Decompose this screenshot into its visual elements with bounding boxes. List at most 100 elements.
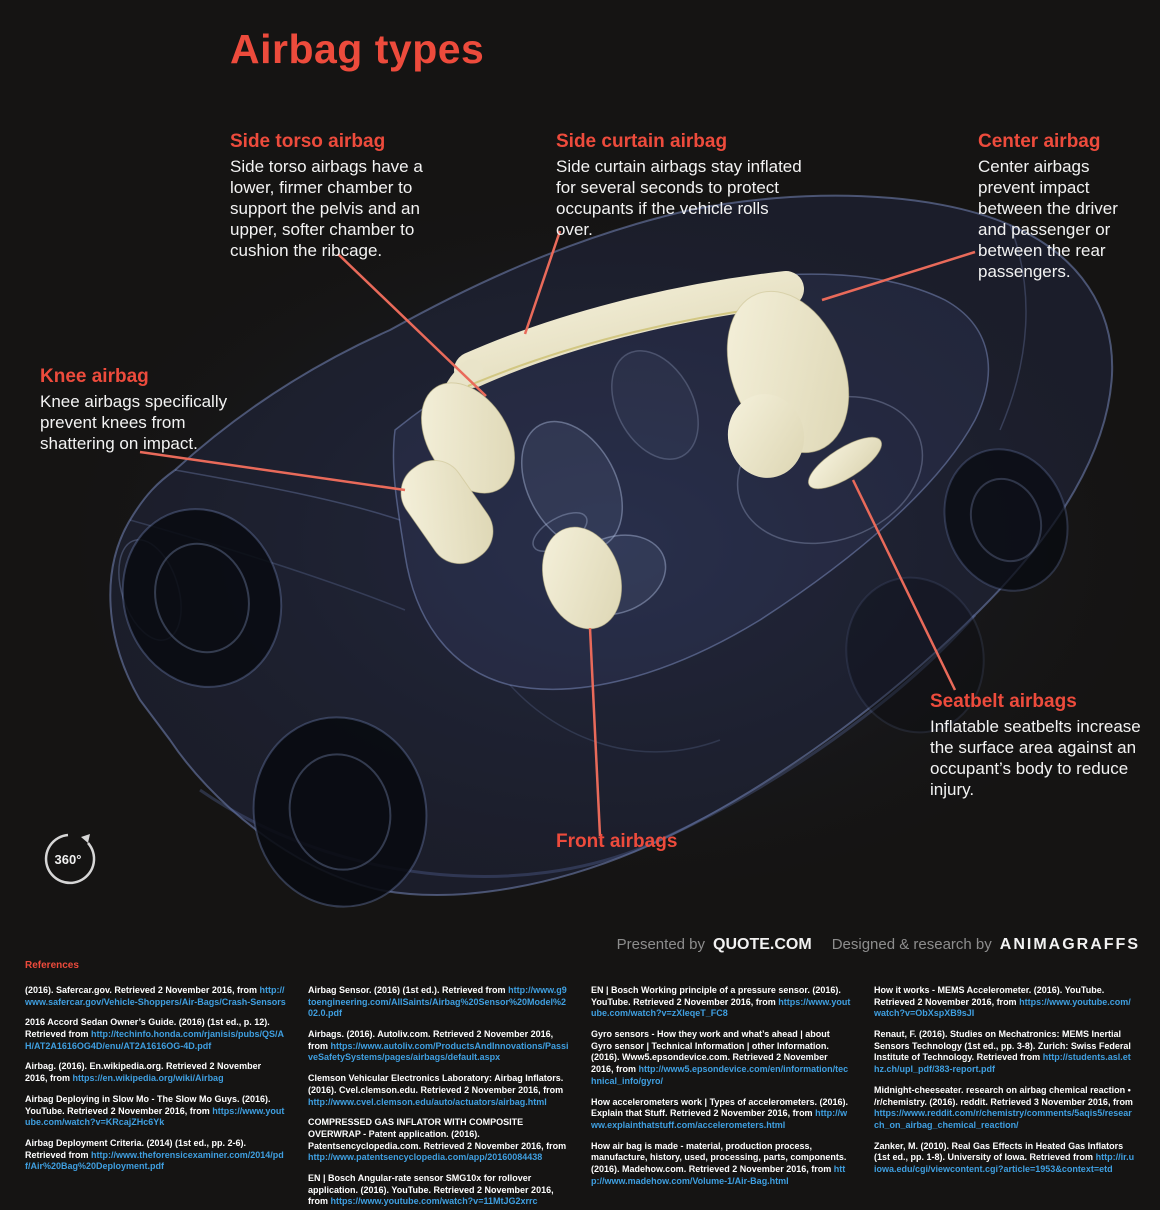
reference-link[interactable]: http://www.safercar.gov/Vehicle-Shoppers… (25, 985, 286, 1007)
reference-text: EN | Bosch Working principle of a pressu… (591, 985, 841, 1007)
leader-side-curtain (523, 230, 562, 335)
callout-side-torso: Side torso airbag Side torso airbags hav… (230, 131, 448, 262)
reference-entry: EN | Bosch Angular-rate sensor SMG10x fo… (308, 1173, 569, 1208)
reference-entry: EN | Bosch Working principle of a pressu… (591, 985, 852, 1020)
callout-body: Center airbags prevent impact between th… (978, 157, 1118, 281)
page-title: Airbag types (230, 26, 485, 72)
callout-heading: Side torso airbag (230, 131, 386, 152)
reference-link[interactable]: http://www.madehow.com/Volume-1/Air-Bag.… (591, 1163, 846, 1186)
references-column-4: How it works - MEMS Accelerometer. (2016… (874, 985, 1135, 1210)
references-column-1: (2016). Safercar.gov. Retrieved 2 Novemb… (25, 985, 286, 1210)
seatbelt-airbag-shape (808, 436, 882, 490)
reference-text: Airbag Sensor. (2016) (1st ed.). Retriev… (308, 985, 506, 995)
designed-by-name: ANIMAGRAFFS (999, 936, 1140, 953)
designed-by-label: Designed & research by (831, 936, 992, 953)
front-airbag-shape (541, 526, 623, 630)
leader-front (588, 627, 602, 837)
presented-by-name: QUOTE.COM (713, 936, 812, 953)
reference-entry: Clemson Vehicular Electronics Laboratory… (308, 1073, 569, 1108)
reference-entry: Renaut, F. (2016). Studies on Mechatroni… (874, 1029, 1135, 1076)
reference-text: (2016). Safercar.gov. Retrieved 2 Novemb… (25, 985, 257, 995)
reference-text: How air bag is made - material, producti… (591, 1140, 847, 1174)
reference-link[interactable]: http://www.g9toengineering.com/AllSaints… (308, 985, 567, 1019)
reference-link[interactable]: http://www.patentsencyclopedia.com/app/2… (308, 1152, 543, 1163)
callout-heading: Side curtain airbag (556, 131, 728, 152)
reference-link[interactable]: http://ir.uiowa.edu/cgi/viewcontent.cgi?… (874, 1152, 1135, 1174)
wheel-front-far (121, 508, 283, 688)
callout-heading: Knee airbag (40, 366, 149, 387)
references-heading: References (25, 960, 79, 971)
reference-link[interactable]: https://en.wikipedia.org/wiki/Airbag (72, 1073, 224, 1084)
reference-text: Airbag Deployment Criteria. (2014) (1st … (25, 1137, 247, 1160)
callout-front: Front airbags (556, 831, 677, 857)
references-column-2: Airbag Sensor. (2016) (1st ed.). Retriev… (308, 985, 569, 1210)
reference-entry: COMPRESSED GAS INFLATOR WITH COMPOSITE O… (308, 1117, 569, 1164)
badge-360-label: 360° (55, 852, 82, 867)
callout-heading: Front airbags (556, 831, 678, 852)
side-curtain-airbag-shape (454, 271, 804, 388)
reference-entry: Airbag Deployment Criteria. (2014) (1st … (25, 1138, 286, 1173)
reference-text: Airbags. (2016). Autoliv.com. Retrieved … (308, 1029, 554, 1051)
reference-text: EN | Bosch Angular-rate sensor SMG10x fo… (308, 1172, 554, 1207)
credits: Presented by QUOTE.COM Designed & resear… (617, 936, 1140, 954)
designed-by: Designed & research by ANIMAGRAFFS (832, 936, 1140, 954)
leader-center (821, 250, 976, 302)
reference-entry: How accelerometers work | Types of accel… (591, 1097, 852, 1132)
reference-link[interactable]: http://www.cvel.clemson.edu/auto/actuato… (308, 1096, 547, 1107)
wheel-rear-near (845, 576, 985, 734)
knee-airbag-shape (400, 459, 494, 565)
references-columns: (2016). Safercar.gov. Retrieved 2 Novemb… (25, 985, 1135, 1210)
wheel-rear-far (943, 448, 1069, 592)
reference-link[interactable]: https://www.youtube.com/watch?v=KRcajZHc… (25, 1105, 285, 1128)
reference-entry: Airbag Deploying in Slow Mo - The Slow M… (25, 1094, 286, 1129)
reference-entry: (2016). Safercar.gov. Retrieved 2 Novemb… (25, 985, 286, 1008)
presented-by-label: Presented by (616, 936, 706, 953)
callout-knee: Knee airbag Knee airbags specifically pr… (40, 366, 248, 455)
reference-entry: Airbag. (2016). En.wikipedia.org. Retrie… (25, 1061, 286, 1084)
reference-text: How accelerometers work | Types of accel… (591, 1096, 848, 1119)
reference-text: How it works - MEMS Accelerometer. (2016… (874, 985, 1105, 1007)
callout-center: Center airbag Center airbags prevent imp… (978, 131, 1140, 282)
reference-text: Airbag Deploying in Slow Mo - The Slow M… (25, 1093, 271, 1116)
reference-entry: Airbags. (2016). Autoliv.com. Retrieved … (308, 1029, 569, 1064)
reference-link[interactable]: http://www5.epsondevice.com/en/informati… (591, 1064, 849, 1086)
reference-text: Renaut, F. (2016). Studies on Mechatroni… (874, 1029, 1131, 1063)
reference-entry: Midnight-cheeseater. research on airbag … (874, 1085, 1135, 1132)
rotate-360-icon: 360° (44, 833, 96, 885)
callout-body: Inflatable seatbelts increase the surfac… (930, 717, 1141, 799)
reference-text: Midnight-cheeseater. research on airbag … (874, 1084, 1133, 1107)
callout-body: Knee airbags specifically prevent knees … (40, 392, 228, 453)
leader-side-torso (337, 253, 487, 397)
leader-knee (139, 450, 406, 492)
reference-text: Clemson Vehicular Electronics Laboratory… (308, 1073, 564, 1095)
reference-text: Airbag. (2016). En.wikipedia.org. Retrie… (25, 1061, 262, 1084)
reference-entry: 2016 Accord Sedan Owner’s Guide. (2016) … (25, 1017, 286, 1052)
reference-text: Gyro sensors - How they work and what’s … (591, 1029, 830, 1075)
reference-link[interactable]: http://students.asl.ethz.ch/upl_pdf/383-… (874, 1052, 1131, 1075)
leader-seatbelt (851, 479, 957, 691)
car-body (109, 194, 1114, 896)
reference-entry: Zanker, M. (2010). Real Gas Effects in H… (874, 1141, 1135, 1176)
reference-link[interactable]: https://www.reddit.com/r/chemistry/comme… (874, 1108, 1132, 1130)
reference-link[interactable]: http://www.explainthatstuff.com/accelero… (591, 1108, 848, 1130)
reference-link[interactable]: https://www.autoliv.com/ProductsAndInnov… (308, 1040, 569, 1063)
callout-side-curtain: Side curtain airbag Side curtain airbags… (556, 131, 810, 241)
reference-link[interactable]: http://www.theforensicexaminer.com/2014/… (25, 1149, 284, 1172)
callout-body: Side curtain airbags stay inflated for s… (556, 157, 802, 239)
reference-text: COMPRESSED GAS INFLATOR WITH COMPOSITE O… (308, 1117, 567, 1151)
reference-entry: Airbag Sensor. (2016) (1st ed.). Retriev… (308, 985, 569, 1020)
callout-heading: Seatbelt airbags (930, 691, 1077, 712)
reference-link[interactable]: https://www.youtube.com/watch?v=zXIeqeT_… (591, 996, 851, 1019)
reference-link[interactable]: http://techinfo.honda.com/rjanisis/pubs/… (25, 1029, 285, 1051)
references-column-3: EN | Bosch Working principle of a pressu… (591, 985, 852, 1210)
reference-link[interactable]: https://www.youtube.com/watch?v=ObXspXB9… (874, 996, 1131, 1019)
reference-link[interactable]: https://www.youtube.com/watch?v=11MtJG2x… (330, 1196, 538, 1207)
airbags (400, 271, 882, 630)
reference-entry: Gyro sensors - How they work and what’s … (591, 1029, 852, 1087)
rotate-360-badge[interactable]: 360° (40, 831, 96, 887)
reference-text: 2016 Accord Sedan Owner’s Guide. (2016) … (25, 1017, 270, 1040)
presented-by: Presented by QUOTE.COM (617, 936, 812, 954)
callout-heading: Center airbag (978, 131, 1101, 152)
